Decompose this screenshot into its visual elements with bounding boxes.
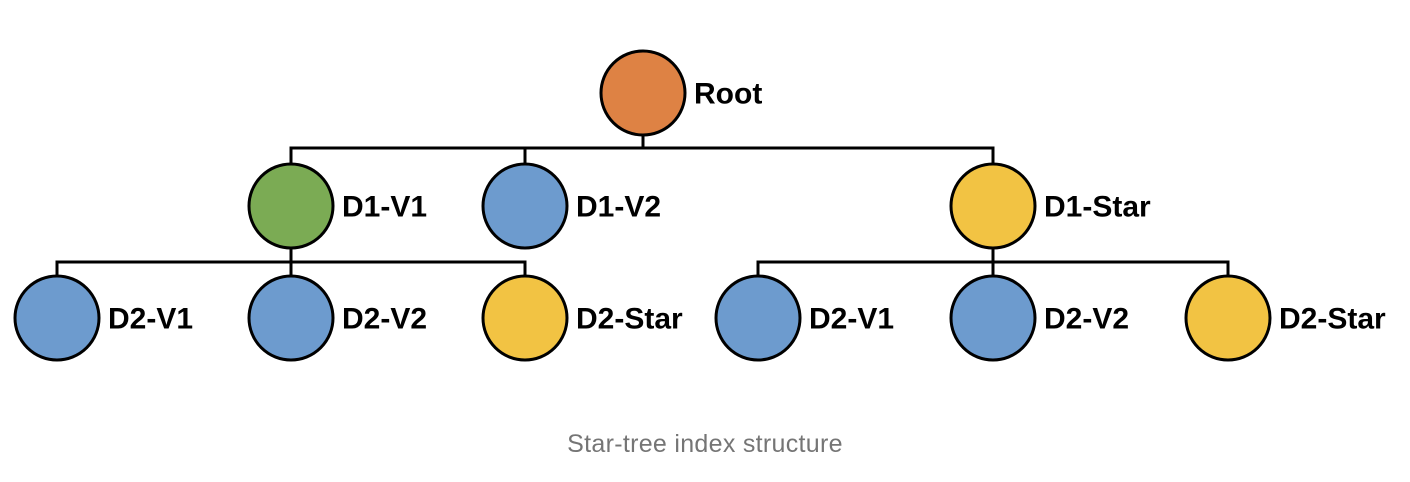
figure-caption: Star-tree index structure	[567, 430, 843, 458]
node-d2-v1-left: D2-V1	[13, 274, 193, 362]
node-d2-v1-right-label: D2-V1	[809, 303, 894, 336]
node-root-circle	[599, 49, 687, 137]
node-d1-v2: D1-V2	[481, 162, 661, 250]
node-d1-v1-circle	[247, 162, 335, 250]
node-d1-star-label: D1-Star	[1044, 191, 1151, 224]
node-d2-star-right: D2-Star	[1184, 274, 1386, 362]
node-d2-v1-right-circle	[714, 274, 802, 362]
node-d2-v2-right-label: D2-V2	[1044, 303, 1129, 336]
node-d2-star-left-circle	[481, 274, 569, 362]
node-root: Root	[599, 49, 762, 137]
node-d2-v1-left-label: D2-V1	[108, 303, 193, 336]
node-d1-v2-label: D1-V2	[576, 191, 661, 224]
node-d2-star-right-circle	[1184, 274, 1272, 362]
node-d2-star-right-label: D2-Star	[1279, 303, 1386, 336]
node-d1-star-circle	[949, 162, 1037, 250]
node-d1-star: D1-Star	[949, 162, 1151, 250]
node-d2-v2-left-label: D2-V2	[342, 303, 427, 336]
node-d2-v2-right-circle	[949, 274, 1037, 362]
node-d2-v1-right: D2-V1	[714, 274, 894, 362]
node-d1-v1: D1-V1	[247, 162, 427, 250]
node-d2-v2-left: D2-V2	[247, 274, 427, 362]
node-d2-star-left: D2-Star	[481, 274, 683, 362]
node-d1-v1-label: D1-V1	[342, 191, 427, 224]
node-d1-v2-circle	[481, 162, 569, 250]
node-root-label: Root	[694, 78, 762, 111]
node-d2-v2-left-circle	[247, 274, 335, 362]
node-d2-v1-left-circle	[13, 274, 101, 362]
node-d2-v2-right: D2-V2	[949, 274, 1129, 362]
node-d2-star-left-label: D2-Star	[576, 303, 683, 336]
